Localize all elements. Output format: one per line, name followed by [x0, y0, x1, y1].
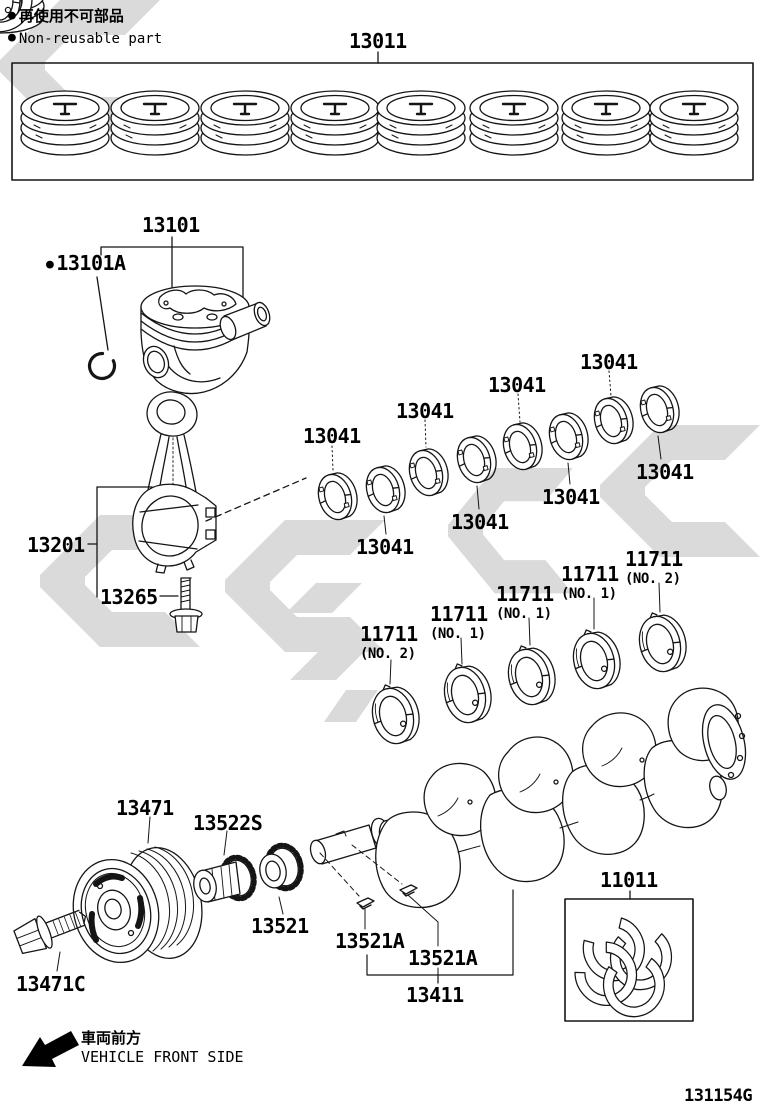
non-reusable-bullet-icon: ●	[8, 30, 16, 45]
label-thrust-washer-set: 11011	[600, 868, 658, 892]
rod-callout-lines	[87, 486, 179, 598]
label-main-bearing-1: 11711 (NO. 2)	[360, 622, 418, 662]
woodruff-key-drawings	[356, 884, 418, 910]
label-rod-bearing-2: 13041	[356, 535, 414, 559]
legend-non-reusable-ja: ●再使用不可部品	[8, 8, 124, 24]
label-sprocket: 13521	[251, 914, 309, 938]
label-rod-bearing-3: 13041	[396, 399, 454, 423]
snap-ring-drawing	[87, 351, 117, 381]
front-direction-arrow-icon	[22, 1031, 79, 1067]
label-main-bearing-5: 11711 (NO. 2)	[625, 547, 683, 587]
label-rod-bearing-5: 13041	[488, 373, 546, 397]
label-snap-ring: ●13101A	[46, 251, 126, 275]
piston-pin-drawing	[219, 301, 271, 341]
piston-ring-set-box	[11, 51, 754, 181]
label-rod-bearing-8: 13041	[636, 460, 694, 484]
non-reusable-bullet-icon: ●	[46, 257, 54, 272]
label-main-bearing-2: 11711 (NO. 1)	[430, 602, 488, 642]
crankshaft-sprocket-drawing	[259, 842, 304, 892]
connecting-rod-drawing	[132, 391, 217, 574]
label-rod-bearing-1: 13041	[303, 424, 361, 448]
rod-bolt-drawing	[169, 577, 203, 633]
label-pulley-bolt: 13471C	[16, 972, 86, 996]
non-reusable-bullet-icon: ●	[8, 8, 16, 23]
crankshaft-drawing	[309, 687, 747, 909]
label-woodruff-key-2: 13521A	[408, 946, 478, 970]
main-bearing-variant: (NO. 2)	[360, 646, 416, 662]
label-rod-bearing-7: 13041	[580, 350, 638, 374]
label-rod-bearing-4: 13041	[451, 510, 509, 534]
main-bearing-variant: (NO. 1)	[561, 586, 617, 602]
legend-non-reusable-en: ●Non-reusable part	[8, 30, 162, 46]
label-piston-ring-set: 13011	[349, 29, 407, 53]
main-bearing-variant: (NO. 1)	[496, 606, 552, 622]
label-crankshaft: 13411	[406, 983, 464, 1007]
front-side-en: VEHICLE FRONT SIDE	[81, 1048, 244, 1066]
label-rod-bearing-6: 13041	[542, 485, 600, 509]
label-connecting-rod: 13201	[27, 533, 85, 557]
main-bearing-leaders	[389, 582, 661, 685]
label-pulley: 13471	[116, 796, 174, 820]
label-piston: 13101	[142, 213, 200, 237]
main-bearing-variant: (NO. 1)	[430, 626, 486, 642]
label-main-bearing-4: 11711 (NO. 1)	[561, 562, 619, 602]
main-bearing-variant: (NO. 2)	[625, 571, 681, 587]
diagram-code: 131154G	[684, 1086, 753, 1106]
front-side-ja: 車両前方	[81, 1029, 142, 1047]
legend-ja-text: 再使用不可部品	[18, 7, 124, 25]
label-rod-bolt: 13265	[100, 585, 158, 609]
label-main-bearing-3: 11711 (NO. 1)	[496, 582, 554, 622]
rod-bearing-dashed-leader	[205, 477, 307, 522]
rod-bearing-leaders	[331, 370, 662, 535]
piston-callout-lines	[96, 236, 244, 351]
bottom-callout-lines	[56, 816, 514, 984]
timing-gear-drawing	[193, 854, 257, 903]
label-woodruff-key-1: 13521A	[335, 929, 405, 953]
legend-en-text: Non-reusable part	[18, 31, 163, 47]
label-timing-gear: 13522S	[193, 811, 263, 835]
thrust-washer-box	[0, 0, 694, 1022]
crankshaft-pulley-drawing	[72, 846, 203, 964]
pulley-bolt-drawing	[13, 909, 87, 955]
